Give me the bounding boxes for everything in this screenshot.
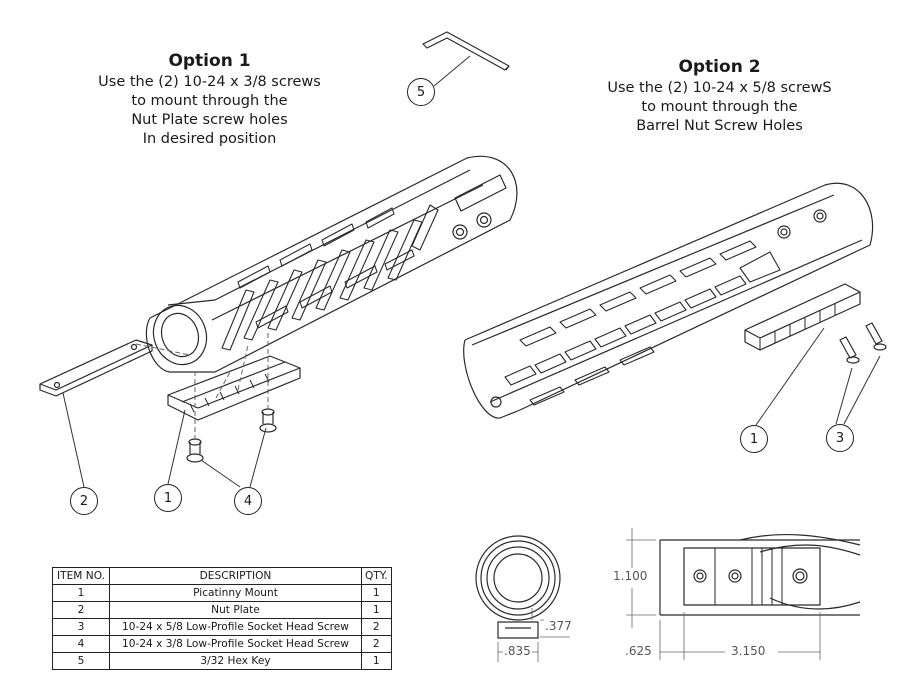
bom-item-no: 4 (52, 635, 110, 653)
table-row: 2 Nut Plate 1 (52, 601, 392, 619)
table-row: 4 10-24 x 3/8 Low-Profile Socket Head Sc… (52, 635, 392, 653)
picatinny-mount-right-part (744, 283, 861, 351)
side-detail-view (659, 533, 861, 616)
bom-description: 10-24 x 5/8 Low-Profile Socket Head Scre… (109, 618, 362, 636)
balloon-item-2: 2 (70, 487, 98, 515)
handguard-right-part (463, 182, 874, 419)
option1-line: to mount through the (131, 93, 288, 109)
table-row: 3 10-24 x 5/8 Low-Profile Socket Head Sc… (52, 618, 392, 636)
option2-heading: Option 2 (678, 57, 761, 77)
option2-line: to mount through the (641, 99, 798, 115)
bom-item-no: 5 (52, 652, 110, 670)
bom-header-item: ITEM NO. (52, 567, 110, 585)
table-row: 5 3/32 Hex Key 1 (52, 652, 392, 670)
table-row: 1 Picatinny Mount 1 (52, 584, 392, 602)
end-view (475, 535, 561, 639)
bom-qty: 2 (361, 635, 392, 653)
option1-line: Nut Plate screw holes (131, 112, 288, 128)
bom-qty: 1 (361, 584, 392, 602)
bom-description: 3/32 Hex Key (109, 652, 362, 670)
bom-header-description: DESCRIPTION (109, 567, 362, 585)
bom-item-no: 3 (52, 618, 110, 636)
balloon-item-1-right: 1 (740, 425, 768, 453)
bom-header-row: ITEM NO. DESCRIPTION QTY. (52, 567, 392, 585)
bom-description: 10-24 x 3/8 Low-Profile Socket Head Scre… (109, 635, 362, 653)
option1-heading: Option 1 (168, 51, 251, 71)
picatinny-mount-left-part (167, 355, 301, 421)
balloon-item-4: 4 (234, 487, 262, 515)
balloon-item-3: 3 (826, 424, 854, 452)
dimension-835: .835 (503, 644, 532, 658)
handguard-left-part (145, 155, 518, 373)
bom-item-no: 2 (52, 601, 110, 619)
hex-key-part (422, 31, 510, 71)
bom-description: Picatinny Mount (109, 584, 362, 602)
option2-line: Barrel Nut Screw Holes (636, 118, 803, 134)
dimension-377: .377 (544, 619, 573, 633)
screws-item4-part (186, 408, 277, 463)
dimension-3150: 3.150 (730, 644, 767, 658)
balloon-item-5: 5 (407, 78, 435, 106)
bom-qty: 2 (361, 618, 392, 636)
balloon-item-1-left: 1 (154, 484, 182, 512)
screws-item3-part (839, 322, 887, 364)
leader-lines (62, 55, 881, 488)
nut-plate-part (39, 339, 153, 397)
dimension-625: .625 (624, 644, 653, 658)
option1-line: Use the (2) 10-24 x 3/8 screws (98, 74, 321, 90)
dimension-1100: 1.100 (612, 569, 649, 583)
bom-qty: 1 (361, 601, 392, 619)
bom-header-qty: QTY. (361, 567, 392, 585)
option1-line: In desired position (142, 131, 277, 147)
bom-description: Nut Plate (109, 601, 362, 619)
bill-of-materials-table: ITEM NO. DESCRIPTION QTY. 1 Picatinny Mo… (52, 567, 392, 670)
option1-note: Option 1 Use the (2) 10-24 x 3/8 screws … (82, 52, 337, 149)
bom-item-no: 1 (52, 584, 110, 602)
bom-qty: 1 (361, 652, 392, 670)
option2-line: Use the (2) 10-24 x 5/8 screwS (607, 80, 832, 96)
option2-note: Option 2 Use the (2) 10-24 x 5/8 screwS … (592, 58, 847, 136)
